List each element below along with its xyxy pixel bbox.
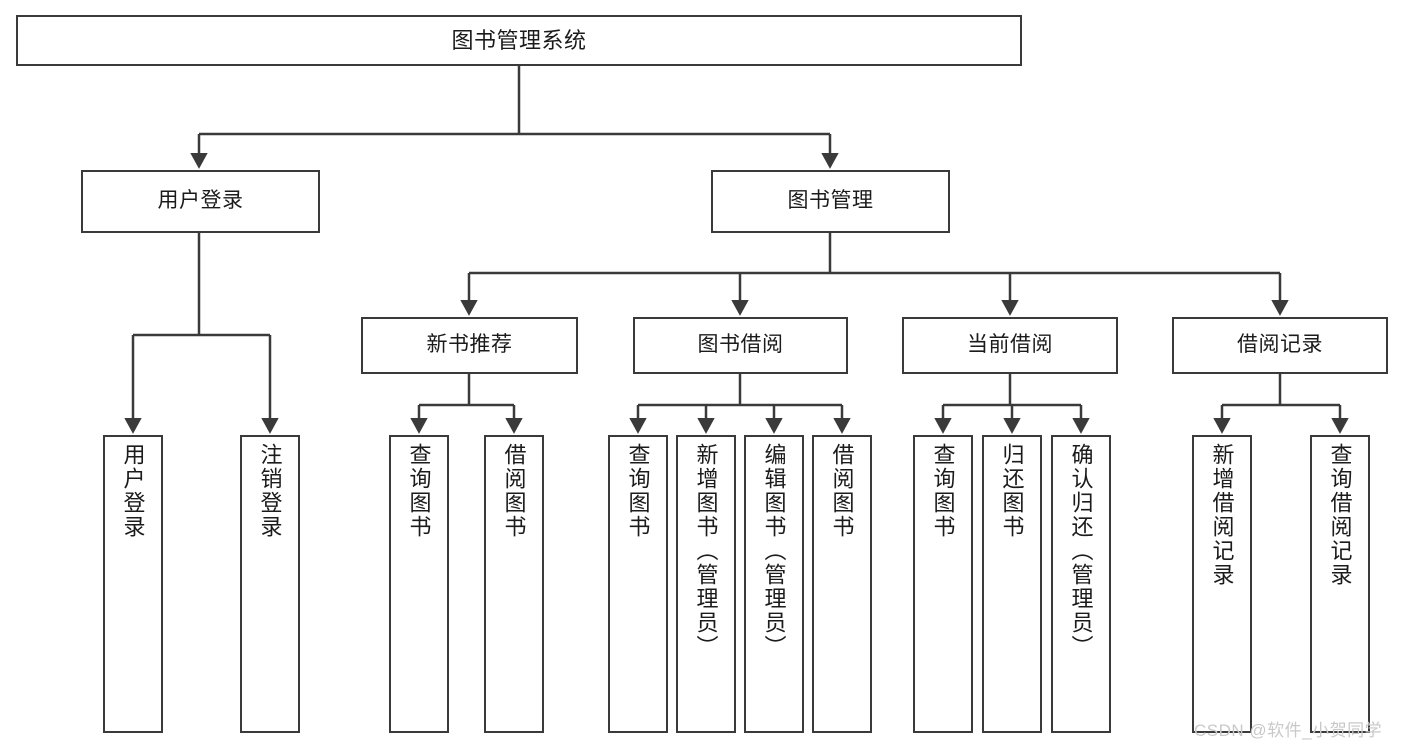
watermark: CSDN @软件_小贺同学 xyxy=(1194,721,1383,740)
node-book-manage-label: 图书管理 xyxy=(787,189,874,213)
node-leaf-borrow-book-1-label: 借阅图书 xyxy=(501,443,527,539)
node-new-book-rec-label: 新书推荐 xyxy=(426,333,513,357)
node-leaf-borrow-book-2[interactable]: 借阅图书 xyxy=(812,435,872,733)
node-user-login[interactable]: 用户登录 xyxy=(81,170,320,233)
node-leaf-borrow-book-1[interactable]: 借阅图书 xyxy=(484,435,544,733)
node-leaf-query-record-label: 查询借阅记录 xyxy=(1327,443,1353,587)
node-book-manage[interactable]: 图书管理 xyxy=(711,170,950,233)
node-current-borrow-label: 当前借阅 xyxy=(967,333,1053,357)
node-user-login-label: 用户登录 xyxy=(157,189,244,213)
node-leaf-add-book[interactable]: 新增图书（管理员） xyxy=(676,435,736,733)
node-book-borrow-label: 图书借阅 xyxy=(697,333,784,357)
node-leaf-query-book-1-label: 查询图书 xyxy=(406,443,432,539)
node-leaf-user-login-label: 用户登录 xyxy=(120,443,146,539)
node-root[interactable]: 图书管理系统 xyxy=(16,15,1022,66)
node-borrow-record-label: 借阅记录 xyxy=(1237,333,1323,357)
node-leaf-add-book-label: 新增图书（管理员） xyxy=(693,443,719,659)
node-leaf-add-record-label: 新增借阅记录 xyxy=(1209,443,1235,587)
node-leaf-confirm-return-label: 确认归还（管理员） xyxy=(1068,443,1094,659)
node-leaf-return-book[interactable]: 归还图书 xyxy=(982,435,1042,733)
node-current-borrow[interactable]: 当前借阅 xyxy=(902,317,1118,374)
node-leaf-add-record[interactable]: 新增借阅记录 xyxy=(1192,435,1252,733)
node-leaf-query-book-2[interactable]: 查询图书 xyxy=(608,435,668,733)
node-new-book-rec[interactable]: 新书推荐 xyxy=(361,317,578,374)
node-leaf-logout-label: 注销登录 xyxy=(257,443,283,539)
node-leaf-confirm-return[interactable]: 确认归还（管理员） xyxy=(1051,435,1111,733)
node-leaf-query-book-3-label: 查询图书 xyxy=(930,443,956,539)
node-borrow-record[interactable]: 借阅记录 xyxy=(1172,317,1388,374)
node-leaf-edit-book-label: 编辑图书（管理员） xyxy=(761,443,787,659)
node-leaf-user-login[interactable]: 用户登录 xyxy=(103,435,163,733)
node-leaf-logout[interactable]: 注销登录 xyxy=(240,435,300,733)
node-book-borrow[interactable]: 图书借阅 xyxy=(633,317,848,374)
node-root-label: 图书管理系统 xyxy=(451,27,587,53)
node-leaf-query-book-3[interactable]: 查询图书 xyxy=(913,435,973,733)
node-leaf-edit-book[interactable]: 编辑图书（管理员） xyxy=(744,435,804,733)
node-leaf-query-record[interactable]: 查询借阅记录 xyxy=(1310,435,1370,733)
node-leaf-borrow-book-2-label: 借阅图书 xyxy=(829,443,855,539)
node-leaf-return-book-label: 归还图书 xyxy=(999,443,1025,539)
node-leaf-query-book-2-label: 查询图书 xyxy=(625,443,651,539)
node-leaf-query-book-1[interactable]: 查询图书 xyxy=(389,435,449,733)
